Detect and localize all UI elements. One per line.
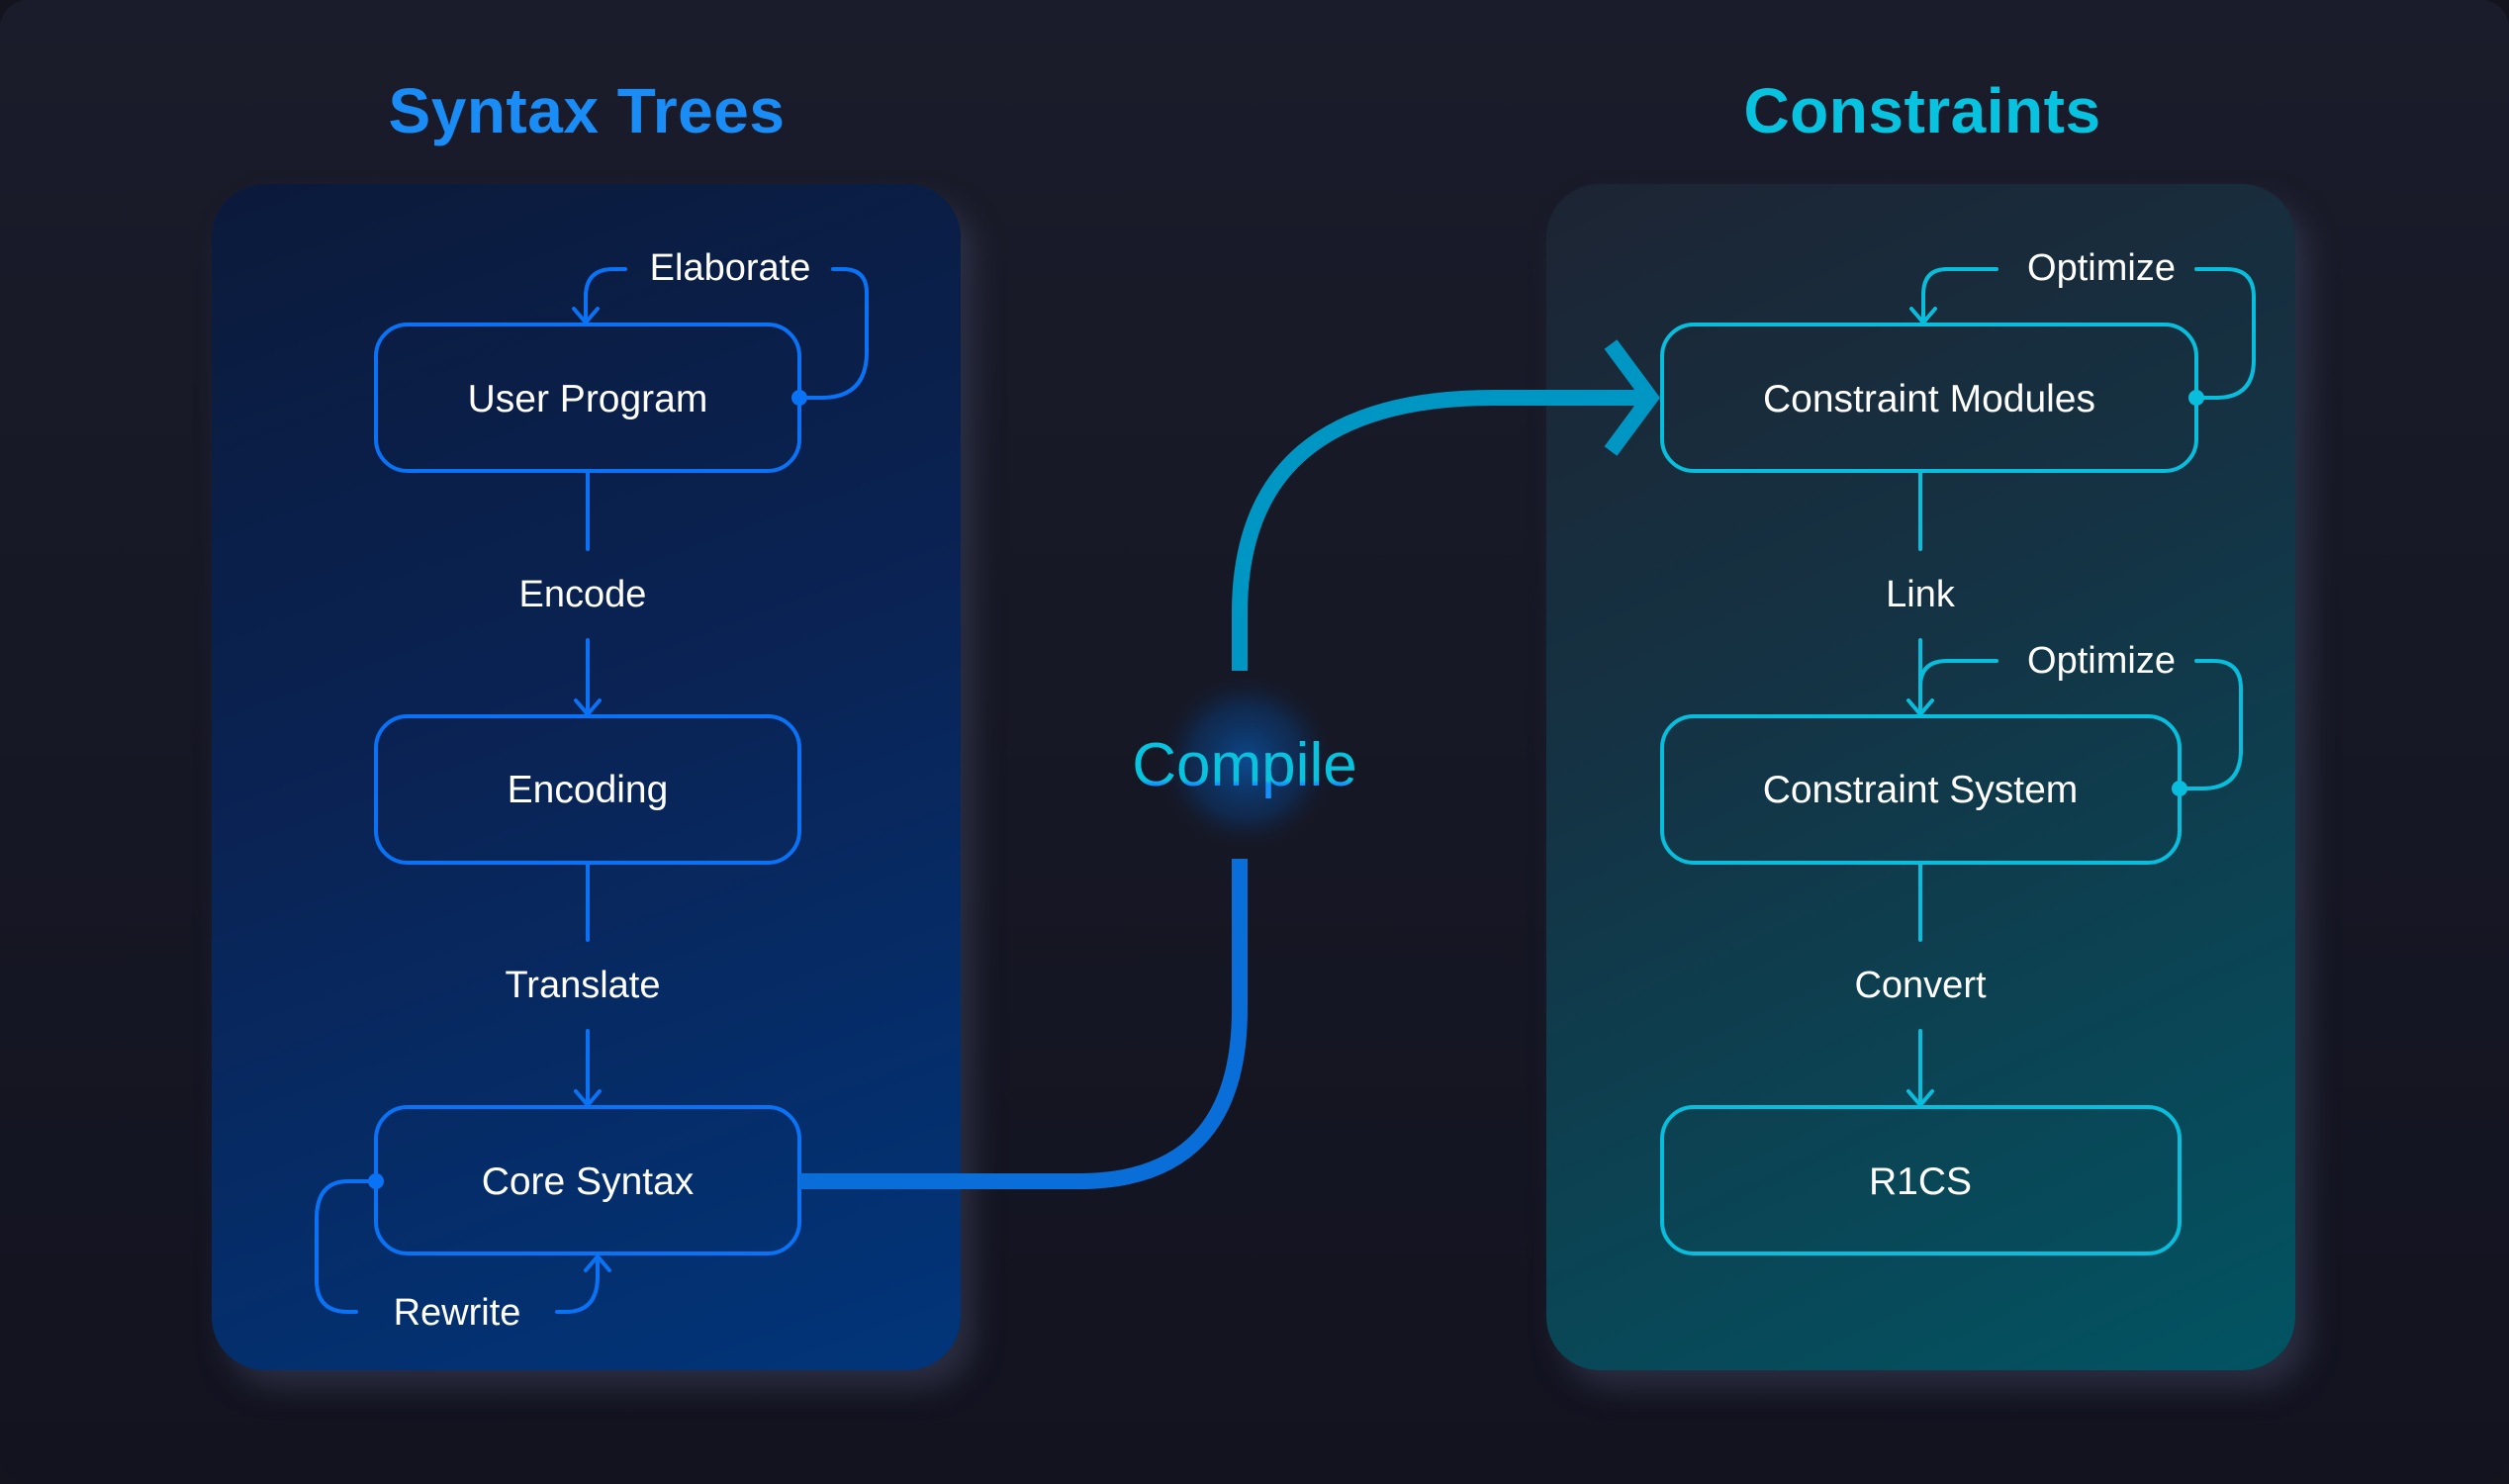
optimize-loop-2-edge-return <box>1918 659 1998 689</box>
optimize-loop-1-edge <box>2194 267 2256 400</box>
node-label-encoding: Encoding <box>508 769 669 811</box>
optimize-1-source-dot <box>2188 390 2204 406</box>
optimize-loop-2-edge <box>2178 659 2243 790</box>
node-label-constraint-modules: Constraint Modules <box>1763 378 2095 420</box>
edge-label-translate: Translate <box>506 965 661 1006</box>
compile-edge-upper <box>1232 390 1642 671</box>
elaborate-loop-edge <box>797 267 869 400</box>
rewrite-loop-edge <box>315 1179 378 1314</box>
edge-label-optimize-1: Optimize <box>2027 247 2176 289</box>
edge-label-optimize-2: Optimize <box>2027 640 2176 682</box>
edge-label-encode: Encode <box>519 574 647 615</box>
section-title-syntax-trees: Syntax Trees <box>388 75 786 146</box>
section-title-constraints: Constraints <box>1743 75 2101 146</box>
edge-label-elaborate: Elaborate <box>650 247 811 289</box>
rewrite-arrowhead-icon <box>584 1254 611 1272</box>
compile-edge-lower <box>799 859 1248 1189</box>
node-label-core-syntax: Core Syntax <box>482 1160 695 1203</box>
optimize-loop-1-edge-return <box>1921 267 1998 325</box>
node-label-r1cs: R1CS <box>1869 1160 1972 1203</box>
node-r1cs[interactable] <box>1660 1105 2182 1255</box>
node-label-user-program: User Program <box>468 378 708 420</box>
optimize-2-source-dot <box>2172 781 2187 796</box>
elaborate-source-dot <box>791 390 807 406</box>
constraints-panel <box>1546 184 2295 1370</box>
edge-label-rewrite: Rewrite <box>394 1292 521 1334</box>
edge-label-link: Link <box>1886 574 1956 615</box>
rewrite-source-dot <box>368 1173 384 1189</box>
compile-glow <box>1153 668 1341 856</box>
edge-label-convert: Convert <box>1854 965 1986 1006</box>
syntax-trees-panel <box>212 184 961 1370</box>
node-label-constraint-system: Constraint System <box>1763 769 2079 811</box>
elaborate-loop-edge-return <box>584 267 627 325</box>
rewrite-loop-edge-return <box>555 1254 600 1314</box>
node-encoding[interactable] <box>374 714 801 865</box>
compile-label: Compile <box>1132 731 1356 799</box>
compile-arrowhead-icon <box>1604 339 1660 456</box>
